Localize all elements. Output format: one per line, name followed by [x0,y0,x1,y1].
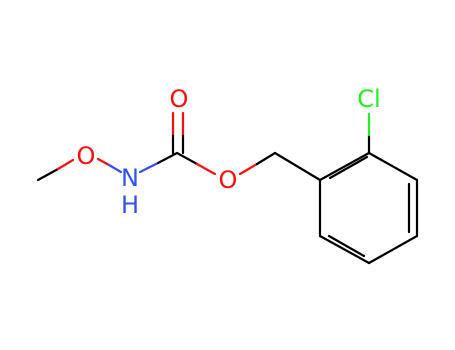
atom-label-hydrogen: H [121,191,139,219]
bond-carbon-ester-oxygen [175,151,217,176]
atom-label-oxygen-carbonyl: O [170,85,189,113]
atom-label-chlorine: Cl [357,85,380,113]
bond-methyl-oxygen [36,158,75,182]
atom-label-nitrogen: N [121,164,139,192]
bond-oxygen-nitrogen [96,157,123,174]
bond-nitrogen-carbon [138,151,179,174]
bond-ester-oxygen-ch2 [238,151,277,176]
bond-carbonyl-double [171,111,185,155]
bond-ch2-ring [273,151,322,182]
atom-label-oxygen-methoxy: O [77,142,96,170]
atom-label-oxygen-ester: O [219,166,238,194]
benzene-ring [318,151,419,265]
